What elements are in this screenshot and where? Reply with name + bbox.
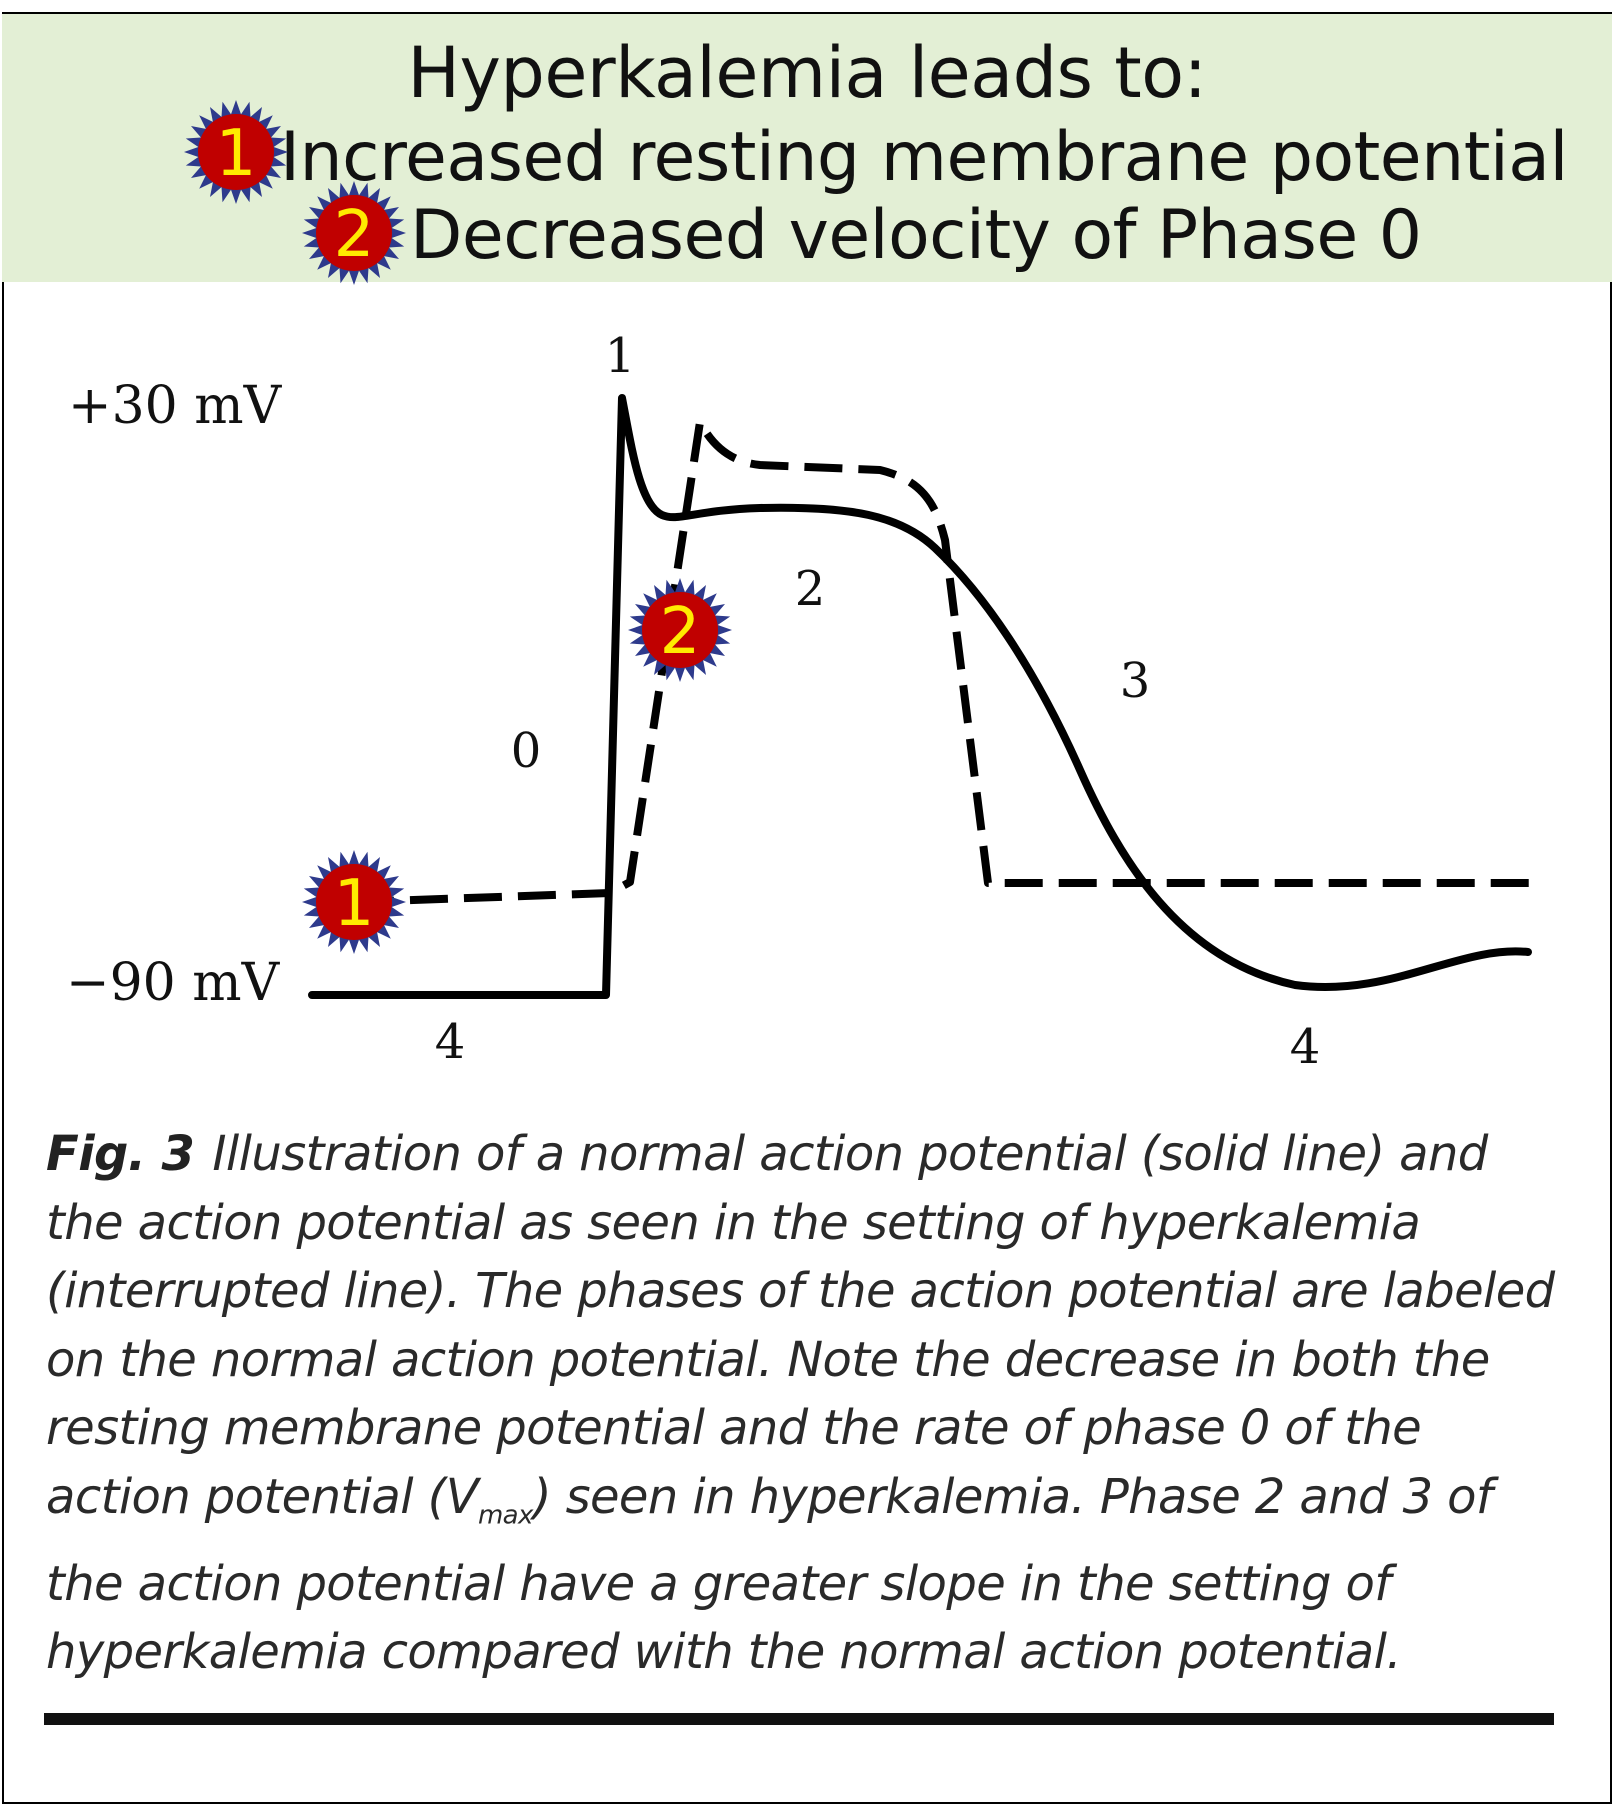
y-label-top: +30 mV [68,376,283,436]
badge-number: 1 [334,867,375,941]
header-banner: Hyperkalemia leads to: Increased resting… [2,14,1612,282]
header-point-1: Increased resting membrane potential [280,118,1568,197]
figure-frame [2,12,1612,1804]
badge-circle [198,114,274,190]
phase-label-2: 2 [795,561,826,617]
badge-number: 2 [334,198,375,272]
badge-number: 1 [216,117,257,191]
bottom-rule [44,1713,1554,1725]
phase-label-3: 3 [1120,653,1151,709]
normal-action-potential-curve [308,394,1532,999]
caption-text-part-1: Illustration of a normal action potentia… [46,1126,1555,1525]
caption-text-part-2: ) seen in hyperkalemia. Phase 2 and 3 of… [46,1468,1493,1681]
y-label-bottom: −90 mV [66,953,281,1013]
phase-label-1: 1 [605,328,636,384]
header-badge-1: 1 [184,100,288,204]
marker-phase-0: 2 [628,578,732,682]
phase-label-0: 0 [511,723,542,779]
phase-label-4-right: 4 [1290,1019,1321,1075]
badge-circle [316,864,392,940]
badge-circle [642,592,718,668]
badge-circle [316,195,392,271]
figure-label: Fig. 3 [46,1126,195,1182]
marker-resting-potential: 1 [302,850,406,954]
hyperkalemia-action-potential-curve [355,418,1530,906]
header-title: Hyperkalemia leads to: [407,32,1207,114]
header-badge-2: 2 [302,181,406,285]
header-point-2: Decreased velocity of Phase 0 [410,196,1422,275]
phase-label-4-left: 4 [435,1014,466,1070]
badge-number: 2 [660,595,701,669]
caption-subscript: max [477,1500,533,1531]
